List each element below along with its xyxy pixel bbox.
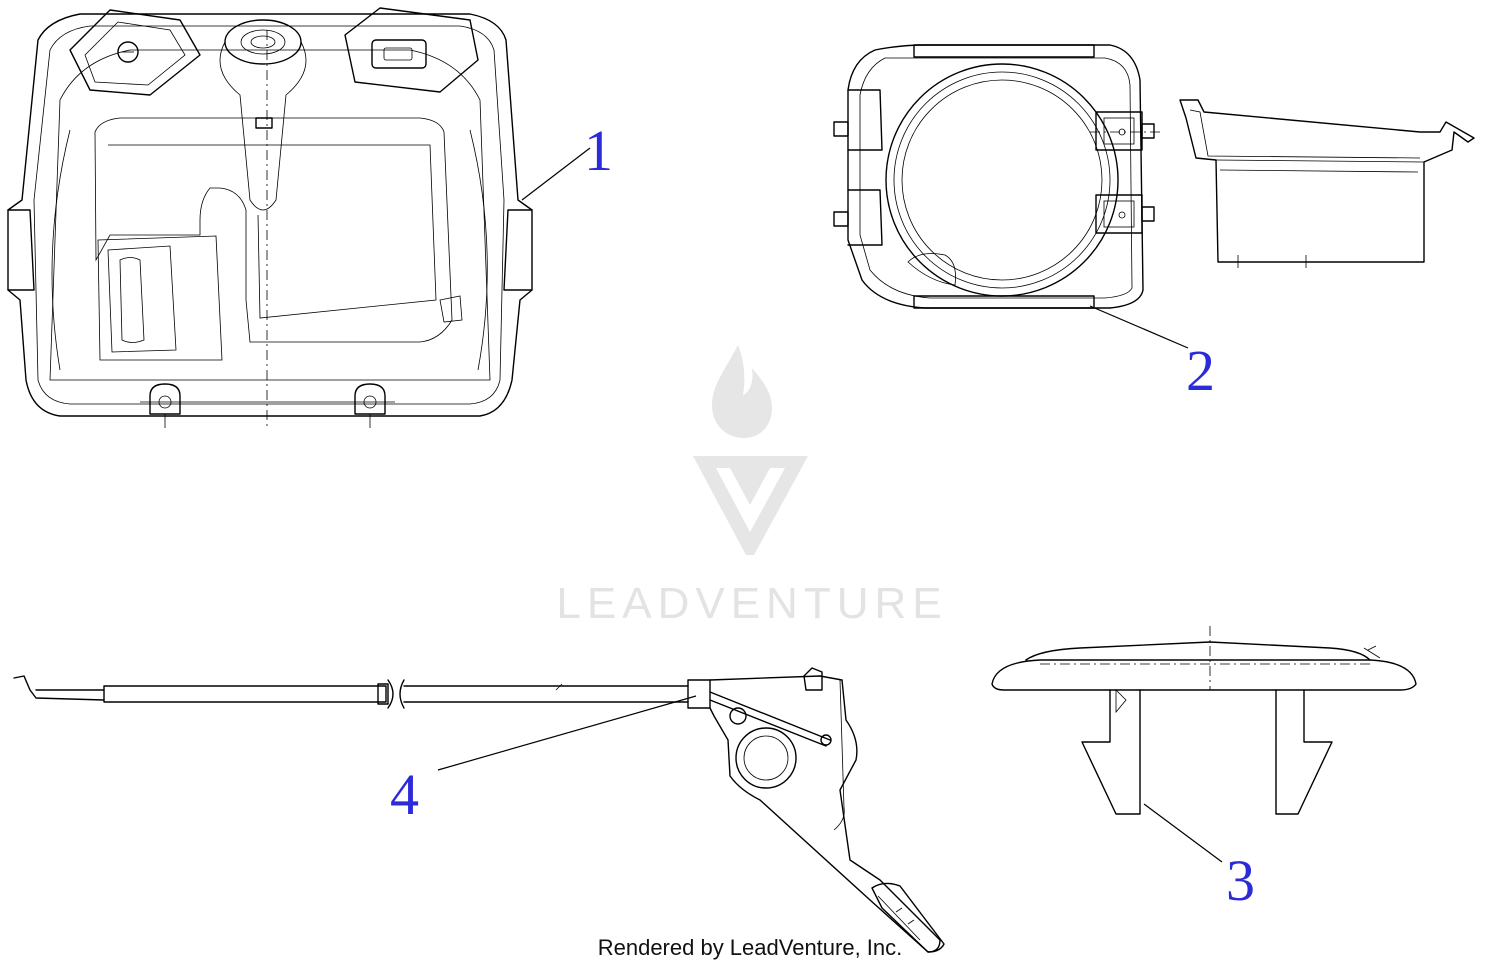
leader-line-4 [437, 695, 697, 771]
callout-4[interactable]: 4 [390, 762, 419, 827]
watermark: LEADVENTURE [556, 345, 947, 628]
callout-2[interactable]: 2 [1186, 338, 1215, 403]
callout-1[interactable]: 1 [584, 118, 613, 183]
callout-3[interactable]: 3 [1226, 848, 1255, 913]
leader-line-2 [1089, 305, 1189, 349]
rendered-by-credit: Rendered by LeadVenture, Inc. [598, 935, 903, 960]
watermark-brand-text: LEADVENTURE [556, 579, 947, 628]
part-4-throttle-control[interactable] [13, 667, 945, 953]
part-1-fuel-tank[interactable] [7, 7, 533, 430]
part-3-push-rivet[interactable] [991, 626, 1417, 815]
leader-line-3 [1143, 803, 1223, 863]
part-2-fuel-tank-tray[interactable] [833, 44, 1475, 309]
leader-line-1 [521, 147, 591, 201]
watermark-logo-icon [693, 345, 808, 555]
